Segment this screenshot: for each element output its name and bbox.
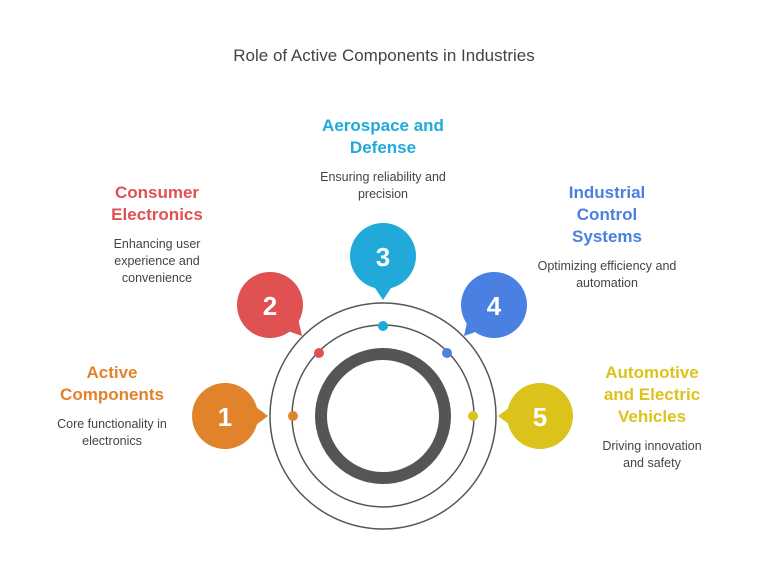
bubble-2: 2 [237,272,303,338]
item-title: Consumer Electronics [111,183,203,224]
bubble-4-number: 4 [487,291,502,321]
bubble-3: 3 [350,223,416,300]
diagram-title: Role of Active Components in Industries [233,46,535,65]
item-description: Optimizing efficiency and automation [537,259,677,290]
dot-4 [442,348,452,358]
outer-ring [269,302,497,530]
dot-1 [288,411,298,421]
dot-3 [378,321,388,331]
item-title: Active Components [60,363,164,404]
item-description: Ensuring reliability and precision [320,170,446,201]
item-title: Aerospace and Defense [322,116,444,157]
bubble-5-number: 5 [533,402,547,432]
center-ring [315,348,451,484]
bubble-1-number: 1 [218,402,232,432]
dot-2 [314,348,324,358]
bubble-1: 1 [192,383,268,449]
bubble-4: 4 [461,272,527,338]
item-description: Core functionality in electronics [57,417,167,448]
label-aerospace-defense: Aerospace and Defense Ensuring reliabili… [293,115,473,203]
bubble-2-number: 2 [263,291,277,321]
bubble-3-number: 3 [376,242,390,272]
dot-5 [468,411,478,421]
label-consumer-electronics: Consumer Electronics Enhancing user expe… [67,182,247,287]
item-title: Industrial Control Systems [568,183,646,246]
item-title: Automotive and Electric Vehicles [603,363,701,426]
label-automotive-ev: Automotive and Electric Vehicles Driving… [562,362,742,472]
bubble-5: 5 [498,383,573,449]
item-description: Enhancing user experience and convenienc… [113,237,201,285]
item-description: Driving innovation and safety [602,439,702,470]
label-industrial-control: Industrial Control Systems Optimizing ef… [517,182,697,292]
label-active-components: Active Components Core functionality in … [22,362,202,450]
